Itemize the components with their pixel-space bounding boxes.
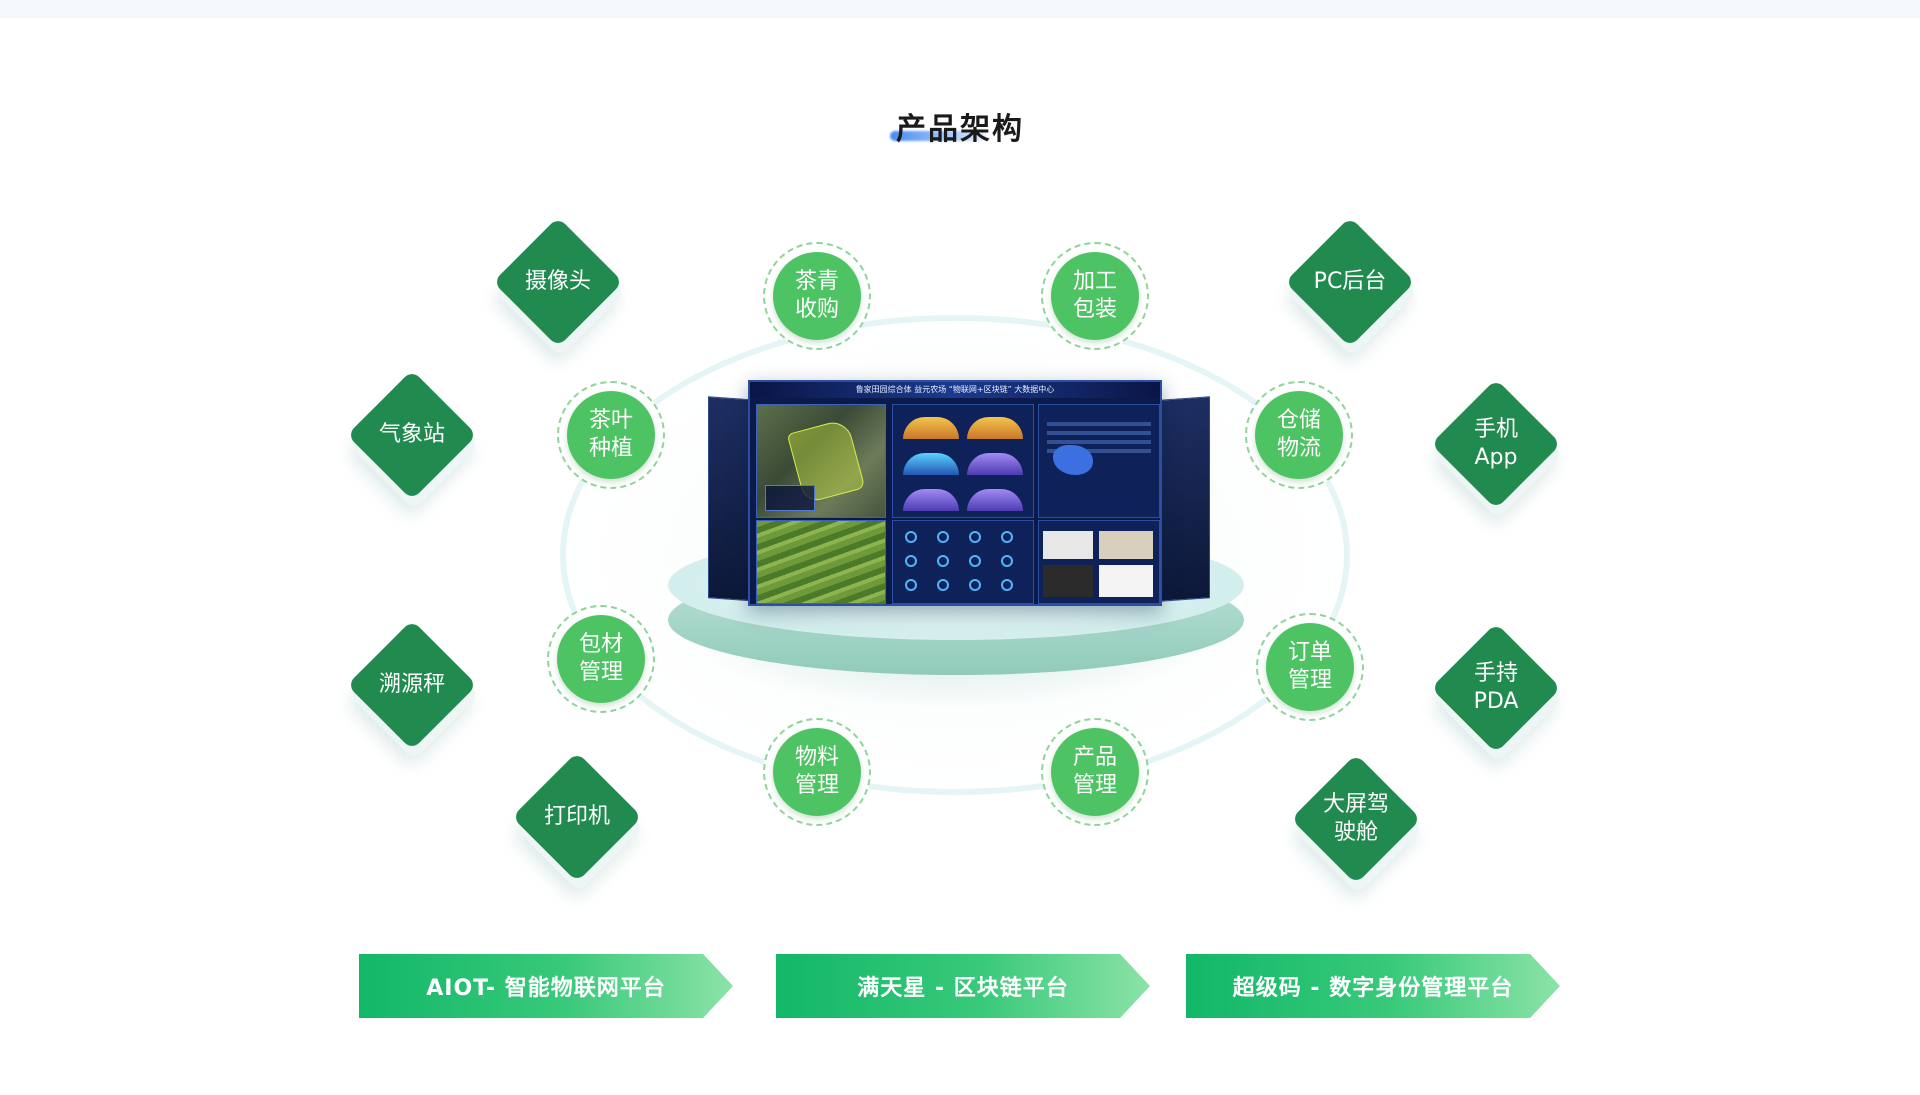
title-underline: [890, 131, 986, 141]
device-weather-station: 气象站: [346, 369, 480, 511]
product-photo: [1099, 565, 1153, 597]
module-materials-management: 物料管理: [763, 718, 871, 826]
dashboard-gauges-panel: [892, 520, 1034, 604]
module-label: 茶青收购: [794, 269, 839, 322]
gauge-icon: [905, 579, 917, 591]
banner-aiot-platform: AIOT- 智能物联网平台: [359, 954, 733, 1018]
device-label: 溯源秤: [378, 672, 445, 697]
device-label: PC后台: [1313, 269, 1387, 294]
module-label: 加工包装: [1072, 269, 1117, 322]
page-title: 产品架构: [896, 112, 1024, 147]
gauge-icon: [937, 531, 949, 543]
device-label: 气象站: [378, 422, 445, 447]
device-label: 打印机: [543, 804, 610, 829]
device-label: 手持PDA: [1473, 661, 1519, 714]
module-tea-planting: 茶叶种植: [557, 381, 665, 489]
mini-area-chart: [903, 453, 959, 475]
module-warehouse-logistics: 仓储物流: [1245, 381, 1353, 489]
table-rows: [1047, 417, 1151, 458]
mini-area-chart: [967, 417, 1023, 439]
device-pc-backend: PC后台: [1284, 216, 1418, 358]
module-packaging-materials: 包材管理: [547, 605, 655, 713]
tea-field-photo: [756, 520, 886, 604]
module-processing-packaging: 加工包装: [1041, 242, 1149, 350]
china-map-icon: [1053, 445, 1093, 475]
mini-area-chart: [903, 417, 959, 439]
module-label: 产品管理: [1072, 745, 1117, 798]
module-order-management: 订单管理: [1256, 613, 1364, 721]
dashboard-products-panel: [1038, 520, 1160, 604]
gauge-icon: [969, 579, 981, 591]
top-strip: [0, 0, 1920, 18]
dashboard-table-panel: [1038, 404, 1160, 518]
gauge-icon: [905, 531, 917, 543]
section-title: 产品架构: [880, 100, 1040, 150]
device-mobile-app: 手机App: [1430, 378, 1564, 520]
gauge-icon: [1001, 531, 1013, 543]
device-label: 手机App: [1473, 417, 1518, 470]
device-label: 大屏驾驶舱: [1322, 792, 1389, 845]
mini-area-chart: [903, 489, 959, 511]
device-label: 摄像头: [524, 269, 591, 294]
mini-area-chart: [967, 489, 1023, 511]
module-label: 包材管理: [578, 632, 623, 685]
module-product-management: 产品管理: [1041, 718, 1149, 826]
dashboard-screen: 鲁家田园综合体 益元农场 “物联网+区块链” 大数据中心: [748, 380, 1162, 606]
gauge-icon: [905, 555, 917, 567]
dashboard-right-wing: [1160, 396, 1210, 602]
device-printer: 打印机: [511, 751, 645, 893]
product-photo: [1043, 565, 1093, 597]
gauge-icon: [937, 555, 949, 567]
device-big-screen-cockpit: 大屏驾驶舱: [1290, 753, 1424, 895]
gauge-icon: [1001, 579, 1013, 591]
mini-area-chart: [967, 453, 1023, 475]
product-photo: [1043, 531, 1093, 559]
gauge-icon: [1001, 555, 1013, 567]
banner-blockchain-platform: 满天星 - 区块链平台: [776, 954, 1150, 1018]
gauge-icon: [969, 531, 981, 543]
banner-digital-identity-platform: 超级码 - 数字身份管理平台: [1186, 954, 1560, 1018]
gauge-icon: [969, 555, 981, 567]
device-trace-scale: 溯源秤: [346, 619, 480, 761]
module-label: 茶叶种植: [588, 408, 633, 461]
dashboard-map-panel: [756, 404, 886, 518]
module-tea-purchase: 茶青收购: [763, 242, 871, 350]
module-label: 订单管理: [1287, 640, 1332, 693]
product-photo: [1099, 531, 1153, 559]
device-camera: 摄像头: [492, 216, 626, 358]
dashboard-header: 鲁家田园综合体 益元农场 “物联网+区块链” 大数据中心: [750, 382, 1160, 398]
module-label: 物料管理: [794, 745, 839, 798]
module-label: 仓储物流: [1276, 408, 1321, 461]
device-handheld-pda: 手持PDA: [1430, 622, 1564, 764]
gauge-icon: [937, 579, 949, 591]
map-info-box: [765, 485, 815, 511]
dashboard-charts-panel: [892, 404, 1034, 518]
